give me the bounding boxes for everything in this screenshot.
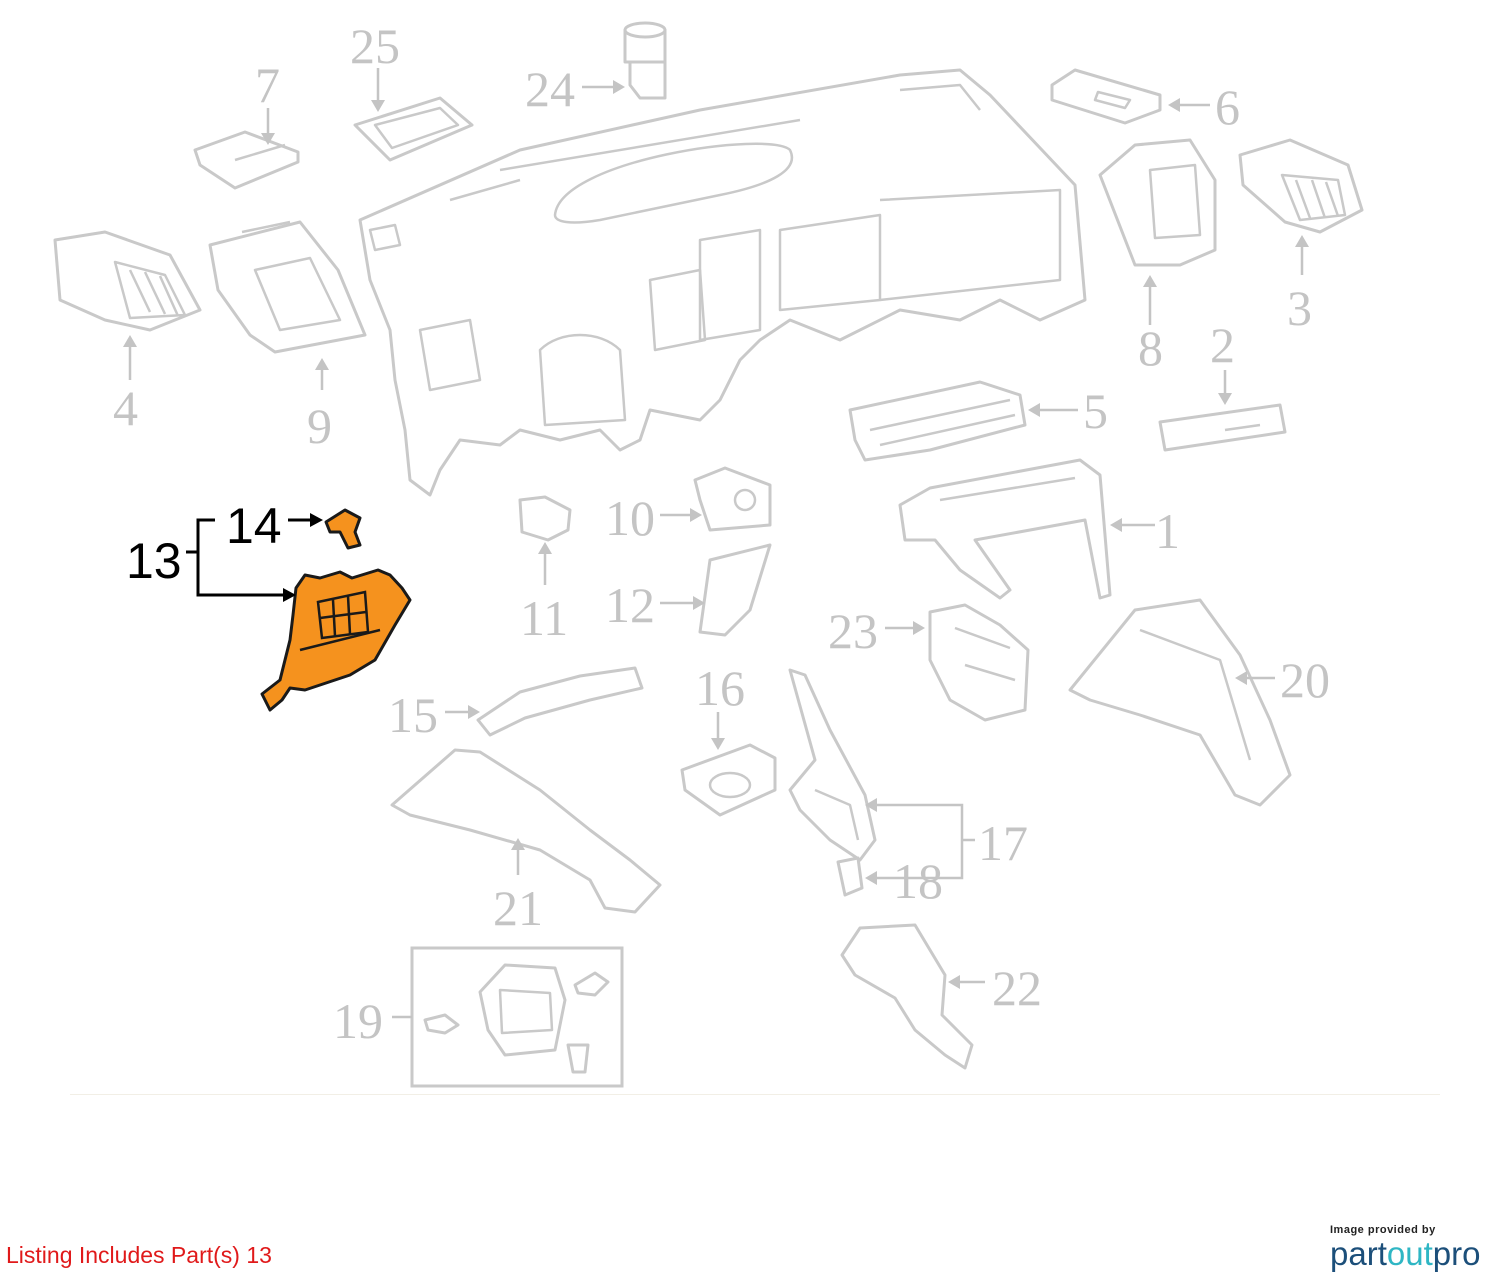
part-19-kit-box (410, 946, 624, 1088)
part-17-console-trim (788, 668, 877, 862)
callout-17: 17 (978, 815, 1028, 871)
part-8-bezel (1098, 138, 1217, 267)
leader-lines (123, 68, 1309, 1019)
part-6-switch (1050, 68, 1162, 125)
part-7-switch (193, 130, 300, 190)
logo-pro: pro (1432, 1235, 1481, 1272)
part-18-clip (836, 856, 864, 897)
callout-25: 25 (350, 18, 400, 74)
part-12-trim (698, 543, 772, 637)
callout-15: 15 (388, 687, 438, 743)
part-4-vent (53, 230, 202, 332)
part-23-switch (928, 603, 1030, 722)
callout-11: 11 (520, 590, 568, 646)
leader-lines-highlighted (186, 513, 323, 602)
callout-10: 10 (605, 490, 655, 546)
part-15-duct (476, 666, 644, 737)
callout-20: 20 (1280, 652, 1330, 708)
logo-part: part (1330, 1235, 1387, 1272)
callout-16: 16 (695, 660, 745, 716)
callout-14: 14 (226, 498, 282, 554)
callout-22: 22 (992, 960, 1042, 1016)
partoutpro-logo: partoutpro (1330, 1236, 1495, 1272)
part-21-lower-trim (390, 748, 662, 914)
part-13-highlighted (260, 568, 412, 712)
callout-5: 5 (1083, 383, 1108, 439)
callout-12: 12 (605, 577, 655, 633)
part-9-bezel (208, 220, 367, 354)
callout-13: 13 (126, 533, 182, 589)
callout-19: 19 (333, 993, 383, 1049)
part-3-vent (1238, 138, 1364, 234)
dashboard-panel (358, 68, 1087, 497)
part-16-bezel (680, 743, 777, 817)
part-11-clip (518, 495, 572, 542)
part-24-knob (623, 21, 667, 100)
callout-6: 6 (1215, 79, 1240, 135)
callout-2: 2 (1210, 317, 1235, 373)
callout-4: 4 (113, 380, 138, 436)
callout-7: 7 (255, 57, 280, 113)
callout-23: 23 (828, 603, 878, 659)
part-2-switch-panel (1158, 403, 1287, 452)
callout-9: 9 (307, 398, 332, 454)
page-divider (70, 1094, 1440, 1095)
part-1-bracket (898, 458, 1112, 600)
callout-labels: 25 24 7 6 4 9 8 3 2 5 10 11 12 1 23 20 1… (113, 18, 1330, 1049)
part-22-bracket (840, 923, 974, 1070)
listing-note: Listing Includes Part(s) 13 (6, 1242, 272, 1268)
callout-3: 3 (1287, 280, 1312, 336)
callout-21: 21 (493, 880, 543, 936)
part-25-tray (353, 96, 474, 162)
image-credit: Image provided by partoutpro (1330, 1224, 1495, 1272)
callout-24: 24 (525, 61, 575, 117)
part-5-duct (848, 380, 1027, 462)
part-10-bezel (693, 466, 772, 532)
callout-18: 18 (893, 853, 943, 909)
logo-out: out (1386, 1235, 1433, 1272)
callout-1: 1 (1155, 503, 1180, 559)
credit-caption: Image provided by (1330, 1224, 1436, 1236)
part-14-highlighted (324, 508, 362, 550)
part-20-panel (1068, 598, 1292, 807)
callout-8: 8 (1138, 320, 1163, 376)
